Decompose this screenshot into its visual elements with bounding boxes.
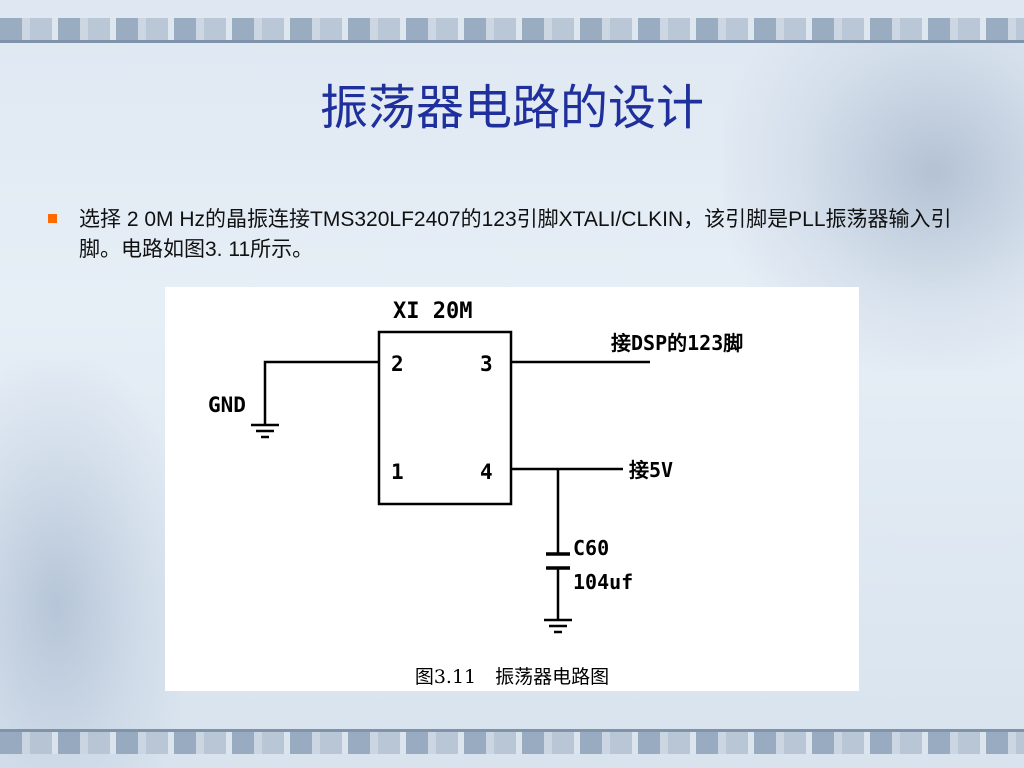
- bottom-border-line: [0, 729, 1024, 732]
- bullet-item: 选择 2 0M Hz的晶振连接TMS320LF2407的123引脚XTALI/C…: [48, 205, 968, 265]
- chip-label: XI 20M: [393, 299, 472, 324]
- 5v-connection-label: 接5V: [629, 458, 673, 482]
- oscillator-chip-body: [377, 330, 513, 506]
- top-border-line: [0, 40, 1024, 43]
- capacitor-name-label: C60: [573, 536, 609, 560]
- pin2-gnd-wire: [263, 360, 379, 425]
- top-border-pattern: [0, 18, 1024, 40]
- bottom-border-pattern: [0, 732, 1024, 754]
- bullet-square-icon: [48, 214, 57, 223]
- pin4-label: 4: [480, 460, 493, 484]
- dsp-connection-label: 接DSP的123脚: [611, 331, 743, 355]
- background-wall-left: [0, 360, 190, 768]
- slide-title: 振荡器电路的设计: [319, 80, 704, 136]
- pin3-label: 3: [480, 352, 493, 376]
- bullet-text: 选择 2 0M Hz的晶振连接TMS320LF2407的123引脚XTALI/C…: [79, 208, 952, 261]
- gnd-label: GND: [208, 393, 246, 417]
- pin2-label: 2: [391, 352, 404, 376]
- pin1-label: 1: [391, 460, 404, 484]
- circuit-figure: XI 20M 2 3 1 4 GND 接DSP的123脚 接5V C60 104…: [165, 287, 859, 691]
- capacitor-value-label: 104uf: [573, 570, 633, 594]
- oscillator-circuit-diagram: XI 20M 2 3 1 4 GND 接DSP的123脚 接5V C60 104…: [208, 299, 743, 688]
- figure-caption: 图3.11 振荡器电路图: [415, 666, 609, 688]
